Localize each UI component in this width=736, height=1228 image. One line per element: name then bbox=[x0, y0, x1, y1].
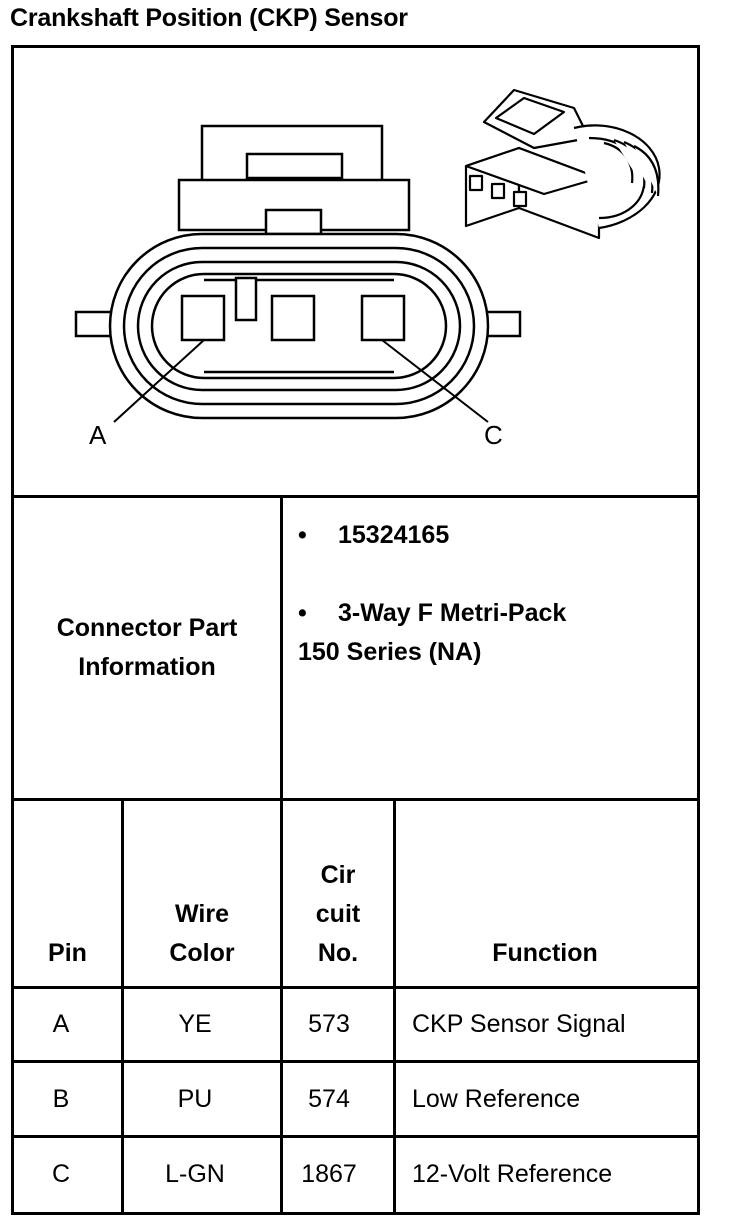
circuit-cell: 1867 bbox=[301, 1159, 357, 1188]
divider-row-b bbox=[11, 1135, 697, 1138]
connector-type-item: • 3-Way F Metri-Pack bbox=[298, 594, 566, 633]
divider-row-a bbox=[11, 1060, 697, 1063]
bullet-icon: • bbox=[298, 521, 307, 549]
wire-color-cell: L-GN bbox=[165, 1159, 225, 1188]
pin-cell: C bbox=[51, 1159, 71, 1188]
circuit-cell: 573 bbox=[308, 1010, 350, 1038]
connector-type-line2: 150 Series (NA) bbox=[298, 638, 482, 666]
pin-label-a: A bbox=[89, 420, 107, 450]
pin-label-c: C bbox=[484, 420, 503, 450]
pin-cell: A bbox=[52, 1010, 70, 1038]
page-title: Crankshaft Position (CKP) Sensor bbox=[10, 4, 408, 32]
wire-color-cell: YE bbox=[178, 1010, 212, 1038]
circuit-cell: 574 bbox=[308, 1084, 350, 1113]
connector-info-label-line2: Information bbox=[78, 653, 216, 681]
header-pin: Pin bbox=[48, 939, 87, 967]
cavity-a bbox=[180, 294, 226, 342]
connector-info-values: • 15324165 • 3-Way F Metri-Pack 150 Series… bbox=[298, 516, 566, 672]
divider-diagram bbox=[11, 495, 697, 498]
connector-isometric-image bbox=[464, 88, 661, 240]
header-function: Function bbox=[492, 939, 598, 967]
wire-color-cell: PU bbox=[177, 1084, 213, 1113]
function-cell: Low Reference bbox=[412, 1084, 581, 1113]
connector-info-label-line1: Connector Part bbox=[56, 614, 238, 642]
connector-face-drawing bbox=[74, 88, 661, 423]
function-cell: 12-Volt Reference bbox=[412, 1159, 613, 1188]
divider-pin-column bbox=[121, 798, 124, 1212]
divider-color-column bbox=[280, 798, 283, 1212]
header-circuit-number: Cir cuit No. bbox=[315, 861, 361, 967]
divider-header bbox=[11, 986, 697, 989]
connector-diagram: A C bbox=[14, 48, 697, 496]
pin-cell: B bbox=[52, 1084, 70, 1113]
part-number-item: • 15324165 bbox=[298, 516, 566, 555]
divider-info bbox=[11, 798, 697, 801]
function-cell: CKP Sensor Signal bbox=[412, 1010, 626, 1038]
connector-info-label: Connector Part Information bbox=[14, 498, 280, 798]
divider-circuit-column bbox=[393, 798, 396, 1212]
bullet-icon: • bbox=[298, 599, 307, 627]
cavity-c bbox=[360, 294, 406, 342]
header-wire-color: Wire Color bbox=[169, 900, 235, 967]
connector-type-line1: 3-Way F Metri-Pack bbox=[338, 599, 567, 627]
part-number: 15324165 bbox=[338, 521, 450, 549]
divider-info-column bbox=[280, 495, 283, 801]
connector-table-frame bbox=[11, 45, 700, 1215]
cavity-b bbox=[270, 294, 316, 342]
